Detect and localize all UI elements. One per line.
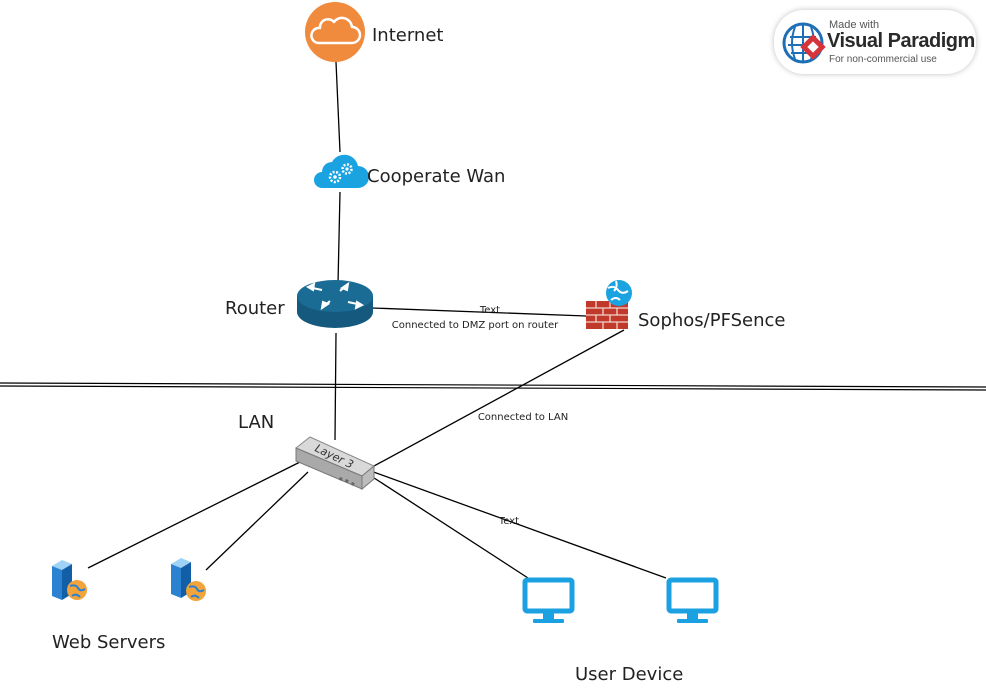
visual-paradigm-logo-icon [782, 22, 826, 64]
edge-label-switch-user: Text [498, 516, 519, 527]
cloud-icon [305, 2, 365, 62]
badge-brand: Visual Paradigm [827, 30, 975, 52]
globe-icon [606, 280, 632, 306]
web-server-icon [52, 560, 87, 600]
edge-switch-firewall [351, 329, 625, 479]
user-device-label: User Device [575, 664, 683, 685]
internet-label: Internet [372, 25, 443, 46]
connections [87, 61, 667, 579]
web-server-2[interactable] [171, 558, 206, 601]
firewall-icon [586, 280, 632, 329]
lan-label: LAN [238, 412, 274, 433]
web-servers-label: Web Servers [52, 632, 165, 653]
visual-paradigm-badge: Made with Visual Paradigm For non-commer… [774, 10, 976, 74]
edge-internet-wan [335, 61, 341, 153]
monitor-icon [666, 577, 719, 623]
edge-switch-user1 [367, 473, 529, 579]
cloud-gears-icon [314, 154, 369, 188]
user-device-1[interactable] [522, 577, 575, 623]
router-node[interactable]: Router [225, 280, 373, 328]
edge-label-router-firewall-top: Text [479, 305, 500, 316]
router-label: Router [225, 298, 285, 319]
edge-label-switch-firewall: Connected to LAN [478, 412, 568, 423]
router-icon [297, 280, 373, 328]
badge-made-with: Made with [829, 19, 880, 31]
layer3-switch-icon: Layer 3 [295, 436, 375, 491]
monitor-icon [522, 577, 575, 623]
switch-node[interactable]: Layer 3 [295, 436, 375, 491]
edge-router-firewall [371, 307, 587, 317]
internet-node[interactable]: Internet [305, 2, 443, 62]
firewall-node[interactable]: Sophos/PFSence [586, 280, 786, 331]
firewall-label: Sophos/PFSence [638, 310, 786, 331]
edge-wan-router [337, 191, 341, 285]
wan-label: Cooperate Wan [367, 166, 505, 187]
edge-label-router-firewall-bottom: Connected to DMZ port on router [392, 320, 559, 331]
wan-node[interactable]: Cooperate Wan [314, 154, 505, 188]
web-server-1[interactable] [52, 560, 87, 600]
section-divider [0, 382, 986, 391]
edge-router-switch [334, 332, 337, 441]
badge-note: For non-commercial use [829, 54, 937, 65]
edge-switch-webserver2 [205, 471, 309, 571]
user-device-2[interactable] [666, 577, 719, 623]
edge-switch-webserver1 [87, 461, 301, 569]
web-server-icon [171, 558, 206, 601]
edge-switch-user2 [367, 469, 667, 579]
